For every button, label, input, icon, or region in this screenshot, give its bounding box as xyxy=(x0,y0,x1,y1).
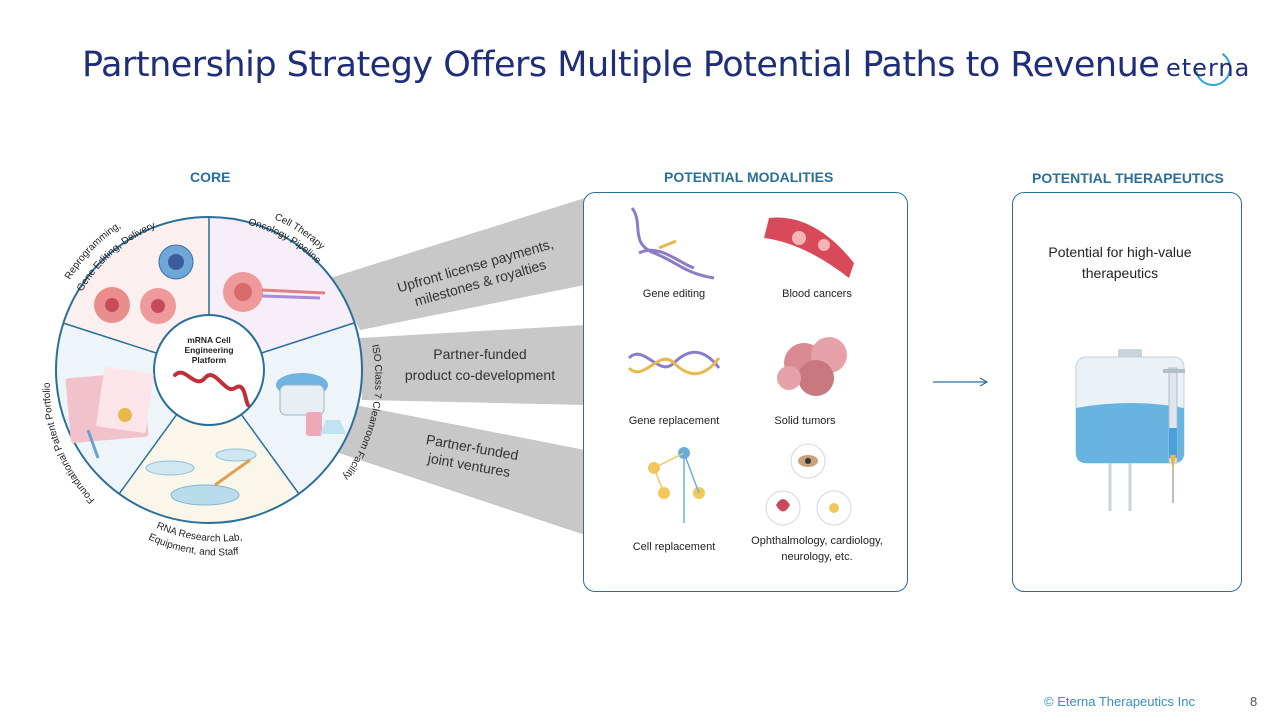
path-band-jv xyxy=(330,405,585,535)
modalities-panel: Gene editing Blood cancers Gene replacem… xyxy=(583,192,908,592)
center-label-1: mRNA Cell xyxy=(187,335,231,345)
core-heading: CORE xyxy=(190,169,231,185)
eterna-logo: eterna xyxy=(1166,48,1249,90)
tumor-icon xyxy=(777,337,847,396)
centrifuge-icon xyxy=(276,373,346,436)
dna-scissors-icon xyxy=(630,207,715,280)
cell-therapy-icon xyxy=(223,272,326,312)
therapeutics-heading: POTENTIAL THERAPEUTICS xyxy=(1032,170,1224,186)
footer-copyright: © Eterna Therapeutics Inc xyxy=(1044,694,1195,709)
path-band-license xyxy=(330,198,585,330)
iv-bag-syringe-icon xyxy=(1075,349,1185,511)
modality-label: Gene replacement xyxy=(628,415,720,427)
patent-document-icon xyxy=(65,367,154,459)
petri-dish-icon xyxy=(145,448,257,506)
therapeutics-text: Potential for high-value therapeutics xyxy=(1048,244,1192,281)
path-codev-line1: Partner-funded xyxy=(433,346,526,362)
page-number: 8 xyxy=(1250,694,1258,709)
reprogramming-cells-icon xyxy=(94,244,194,324)
modality-label: Solid tumors xyxy=(774,415,836,427)
modality-label: Cell replacement xyxy=(632,541,716,553)
neuron-cells-icon xyxy=(648,447,705,523)
modality-label: Gene editing xyxy=(642,288,706,300)
segment-rna-lab xyxy=(119,370,299,524)
modalities-heading: POTENTIAL MODALITIES xyxy=(664,169,834,185)
dna-helix-icon xyxy=(627,350,721,376)
path-codev-line2: product co-development xyxy=(405,367,555,383)
therapeutics-panel xyxy=(1012,192,1242,592)
logo-text: eterna xyxy=(1166,54,1251,82)
mrna-strand-icon xyxy=(173,370,250,407)
modality-label: Ophthalmology, cardiology, neurology, et… xyxy=(751,535,883,563)
blood-vessel-icon xyxy=(764,217,854,278)
path-band-codev xyxy=(360,325,585,405)
center-hub xyxy=(153,314,265,426)
eye-heart-neuron-icon xyxy=(765,443,852,526)
core-wheel xyxy=(55,216,363,524)
center-label-3: Platform xyxy=(192,355,227,365)
page-title: Partnership Strategy Offers Multiple Pot… xyxy=(82,45,1160,85)
center-label-2: Engineering xyxy=(184,345,233,355)
modality-label: Blood cancers xyxy=(782,288,852,300)
